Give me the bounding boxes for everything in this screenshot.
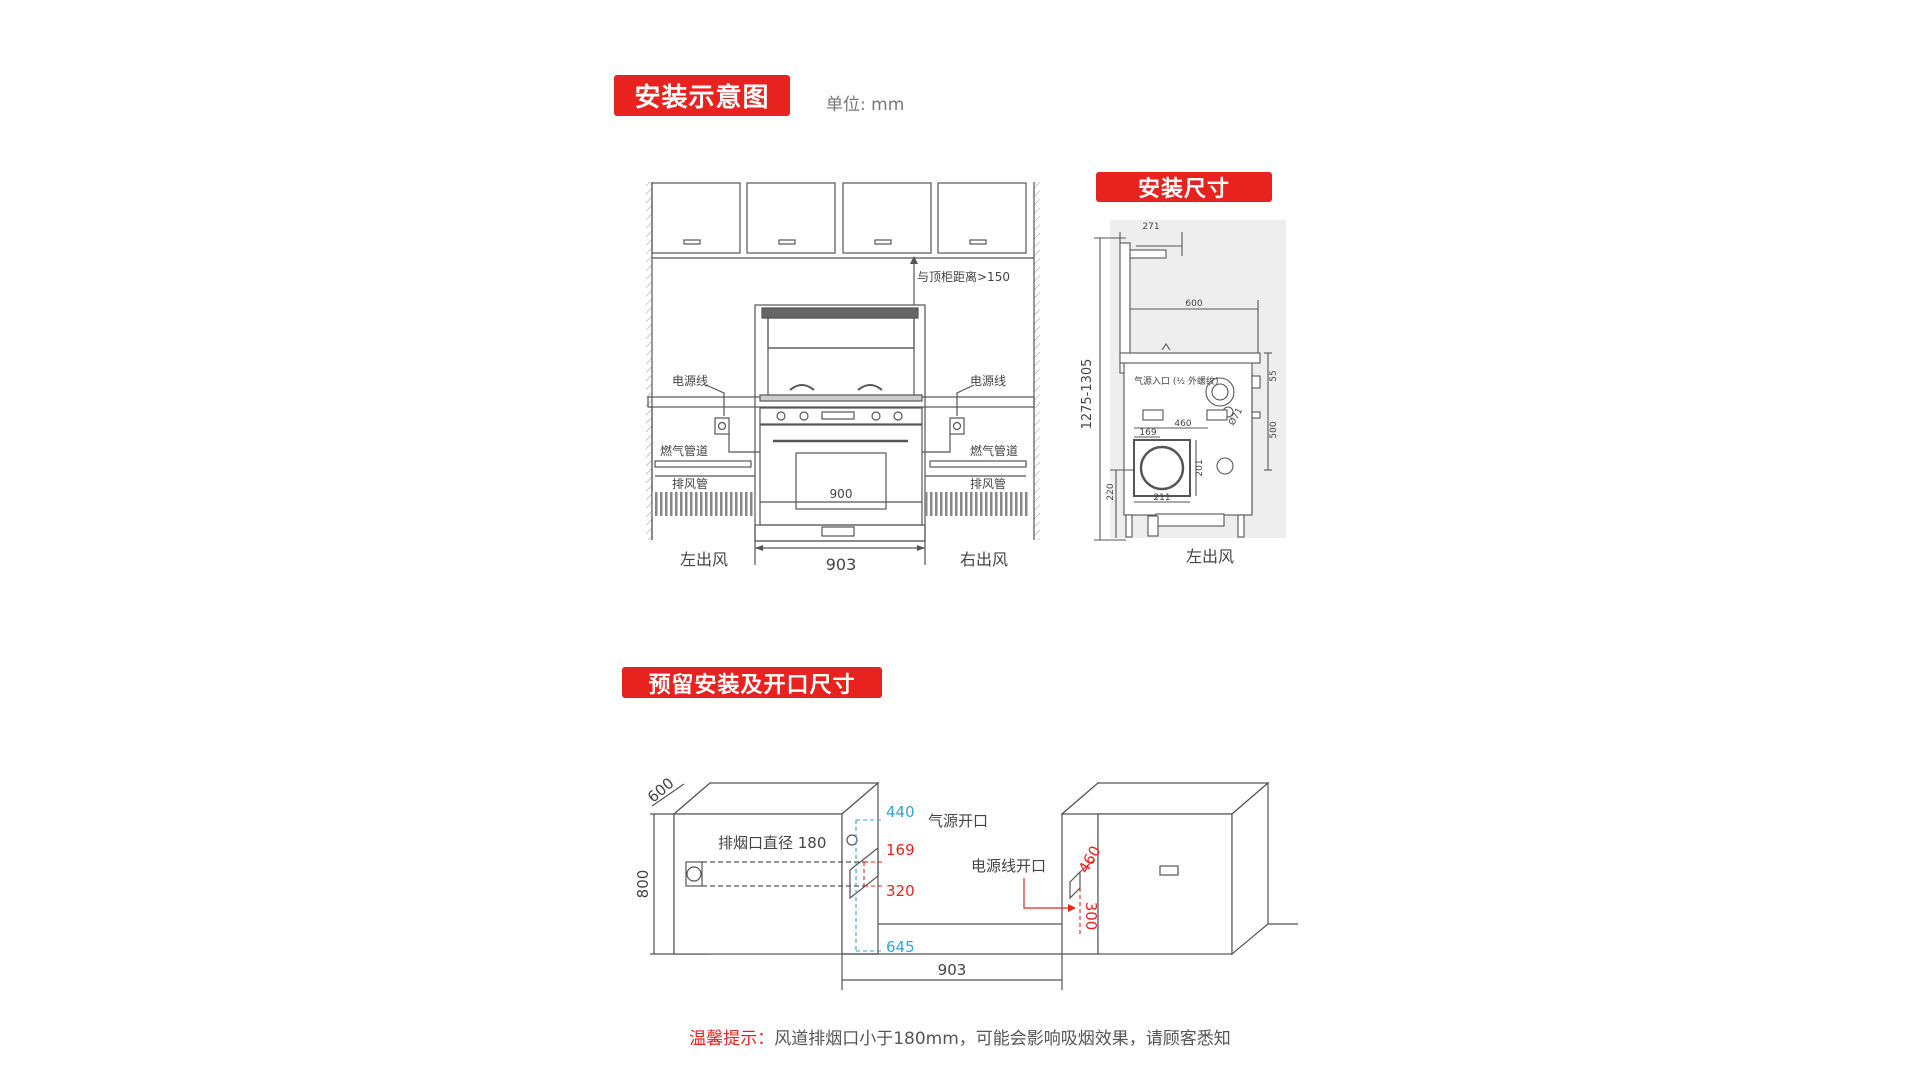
dim-169-label: 169 <box>1139 428 1156 438</box>
left-exhaust-duct <box>652 492 755 516</box>
install-size-title: 安装尺寸 <box>1137 177 1230 202</box>
dim-460-label: 460 <box>1174 419 1191 429</box>
dim-220-label: 220 <box>1106 483 1116 500</box>
cabinet-view <box>650 781 1298 990</box>
top-clearance-label: 与顶柜距离>150 <box>917 269 1010 284</box>
left-power-leader <box>705 384 725 416</box>
front-view-labels: 与顶柜距离>150 电源线 电源线 燃气管道 燃气管道 排风管 排风管 900 … <box>660 269 1018 574</box>
front-view <box>646 182 1040 565</box>
right-socket <box>949 417 965 435</box>
right-power-leader <box>956 384 975 416</box>
dim-211-label: 211 <box>1153 493 1170 503</box>
cabinet-labels: 600 800 排烟口直径 180 440 气源开口 169 320 645 电… <box>634 774 1105 979</box>
dim-645-label: 645 <box>886 938 915 956</box>
dim-55-label: 55 <box>1269 370 1279 381</box>
dim-169-label: 169 <box>886 841 915 859</box>
left-gas-connect <box>728 434 760 453</box>
hood-top <box>761 307 919 319</box>
dim-300-label: 300 <box>1082 902 1100 931</box>
upper-cabinets <box>651 182 1027 254</box>
left-wall-hatch <box>646 182 652 540</box>
tip-note: 温馨提示：风道排烟口小于180mm，可能会影响吸烟效果，请顾客悉知 <box>0 1024 1920 1049</box>
right-exhaust-duct <box>925 492 1028 516</box>
power-opening-label: 电源线开口 <box>971 857 1046 875</box>
dim-320-label: 320 <box>886 882 915 900</box>
exhaust-left-label: 排风管 <box>672 476 708 491</box>
height-range-label: 1275-1305 <box>1080 359 1095 430</box>
power-left-label: 电源线 <box>672 374 708 388</box>
hood-panel <box>767 317 915 349</box>
integrated-stove-body <box>754 304 926 542</box>
gas-opening-label: 气源开口 <box>928 812 988 830</box>
exhaust-right-label: 排风管 <box>970 476 1006 491</box>
power-right-label: 电源线 <box>970 374 1006 388</box>
page-title: 安装示意图 <box>634 83 770 113</box>
left-outlet-label: 左出风 <box>680 550 728 569</box>
dim-271-label: 271 <box>1142 222 1159 232</box>
gas-inlet-label: 气源入口 (½ 外螺纹) <box>1134 375 1218 387</box>
height-label: 800 <box>634 870 652 899</box>
cabinet-dim-lines <box>855 819 1095 954</box>
side-left-outlet-label: 左出风 <box>1186 547 1234 566</box>
unit-label: 单位: mm <box>826 95 905 115</box>
side-view: 271 600 气源入口 (½ 外螺纹) 460 169 211 55 500 … <box>1080 220 1286 566</box>
flue-diameter-label: 排烟口直径 180 <box>718 834 826 852</box>
depth-label: 600 <box>644 774 678 806</box>
dim-900-label: 900 <box>830 487 853 501</box>
right-wall-hatch <box>1034 182 1040 540</box>
oven-window <box>795 452 887 510</box>
dim-903-label: 903 <box>826 555 857 574</box>
right-outlet-label: 右出风 <box>960 550 1008 569</box>
reserve-title: 预留安装及开口尺寸 <box>648 672 856 698</box>
left-gas-pipe <box>654 460 752 468</box>
install-size-banner: 安装尺寸 <box>1096 172 1272 202</box>
gas-right-label: 燃气管道 <box>970 443 1018 458</box>
dim-600-label: 600 <box>1185 299 1202 309</box>
dim-201-label: 201 <box>1195 459 1205 476</box>
tip-text: 风道排烟口小于180mm，可能会影响吸烟效果，请顾客悉知 <box>774 1029 1231 1049</box>
title-banner: 安装示意图 <box>614 75 790 116</box>
right-gas-connect <box>922 434 951 453</box>
dim-440-label: 440 <box>886 803 915 821</box>
gas-left-label: 燃气管道 <box>660 443 708 458</box>
dim-500-label: 500 <box>1269 421 1279 438</box>
reserve-banner: 预留安装及开口尺寸 <box>622 667 882 698</box>
left-socket <box>714 417 730 435</box>
right-gas-pipe <box>929 460 1027 468</box>
tip-lead: 温馨提示： <box>689 1029 775 1049</box>
cabinet-width-label: 903 <box>938 961 967 979</box>
